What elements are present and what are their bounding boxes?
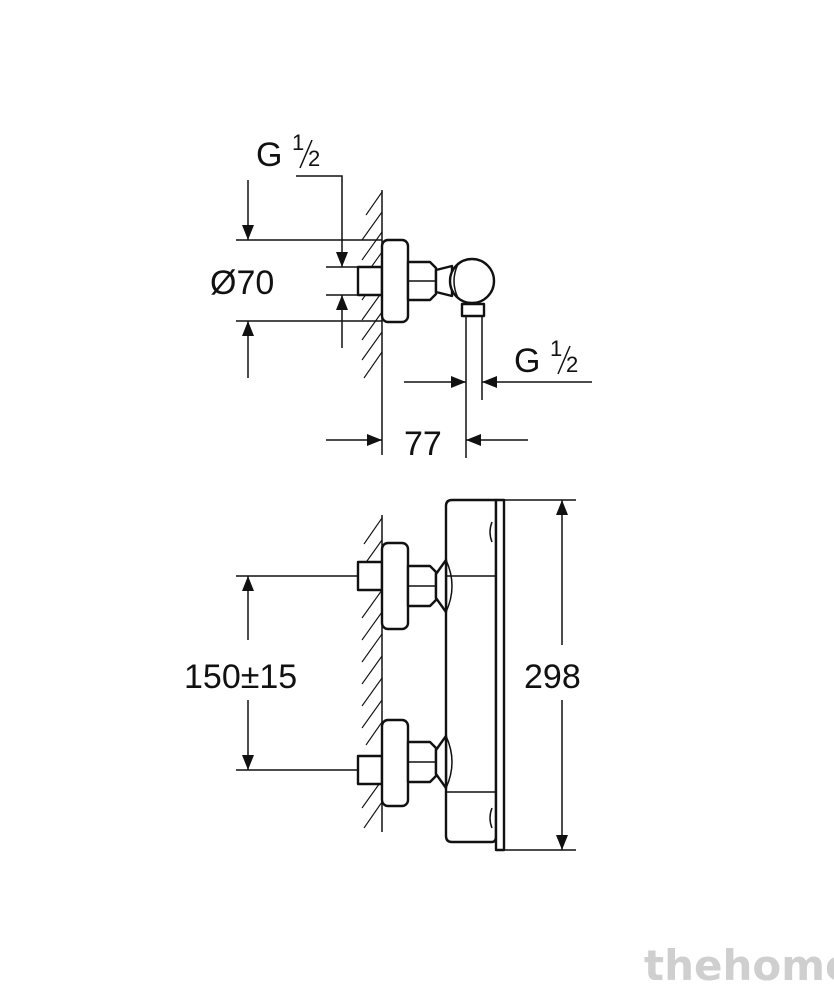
outlet-thread-label: G 1 2	[514, 336, 578, 380]
inlet-leader	[296, 175, 348, 267]
front-view: 150±15 298	[184, 498, 581, 852]
spacing-label: 150±15	[184, 658, 297, 696]
depth-label: 77	[404, 425, 442, 463]
escutcheon-top	[380, 238, 410, 324]
svg-text:G: G	[256, 136, 282, 174]
watermark-logo: thehome	[644, 941, 834, 990]
thermostat-body	[444, 498, 498, 844]
inlet-stub-top	[356, 265, 384, 297]
connector-top	[434, 264, 454, 298]
outlet-nut-top	[460, 302, 486, 318]
top-view: Ø70 G 1 2 G 1 2 77	[210, 130, 592, 463]
thermostat-back-plate	[494, 498, 506, 852]
inlet-thread-label: G 1 2	[256, 130, 320, 174]
lower-connection	[356, 718, 453, 808]
svg-text:2: 2	[566, 352, 578, 377]
svg-text:1: 1	[550, 336, 562, 361]
svg-text:2: 2	[308, 146, 320, 171]
svg-text:G: G	[514, 342, 540, 380]
upper-connection	[356, 541, 453, 631]
diameter-label: Ø70	[210, 264, 274, 302]
wall-hatching-front	[361, 517, 383, 829]
svg-text:1: 1	[292, 130, 304, 155]
height-label: 298	[524, 658, 581, 696]
